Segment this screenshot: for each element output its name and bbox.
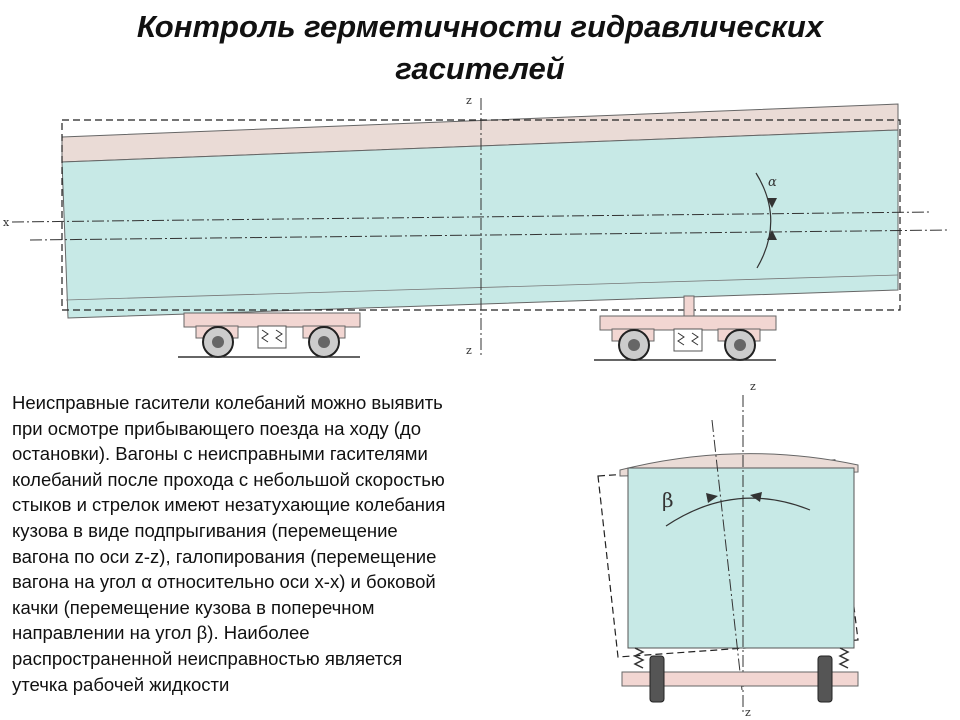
end-spring-right bbox=[838, 647, 850, 669]
beta-arc bbox=[665, 497, 811, 527]
description-paragraph: Неисправные гасители колебаний можно выя… bbox=[12, 390, 532, 697]
title-line-2: гасителей bbox=[395, 51, 565, 86]
beta-arrow-left bbox=[750, 492, 762, 502]
beta-label: β bbox=[662, 488, 674, 512]
description-line: колебаний после прохода с небольшой скор… bbox=[12, 468, 445, 490]
z-axis-end-top-label: z bbox=[750, 380, 756, 393]
z-axis-bottom-label: z bbox=[466, 344, 472, 357]
description-line: кузова в виде подпрыгивания (перемещение bbox=[12, 519, 398, 541]
x-axis-label: x bbox=[3, 216, 10, 229]
description-line: качки (перемещение кузова в поперечном bbox=[12, 596, 375, 618]
description-line: вагона по оси z-z), галопирования (перем… bbox=[12, 545, 437, 567]
description-line: распространенной неисправностью является bbox=[12, 647, 403, 669]
body-lower-line bbox=[65, 274, 899, 301]
alpha-arc bbox=[755, 172, 772, 269]
bogie-right bbox=[594, 295, 777, 361]
description-line: направлении на угол β). Наиболее bbox=[12, 622, 310, 644]
alpha-arrow-up bbox=[767, 230, 777, 240]
end-wheel-left bbox=[649, 655, 665, 703]
description-line: остановки). Вагоны с неисправными гасите… bbox=[12, 443, 428, 465]
description-line: при осмотре прибывающего поезда на ходу … bbox=[12, 417, 421, 439]
alpha-label: α bbox=[768, 175, 777, 190]
description-line: стыков и стрелок имеют незатухающие коле… bbox=[12, 494, 446, 516]
description-line: утечка рабочей жидкости bbox=[12, 673, 230, 695]
end-wheel-right bbox=[817, 655, 833, 703]
end-spring-left bbox=[633, 647, 645, 669]
title-line-1: Контроль герметичности гидравлических bbox=[136, 9, 824, 44]
description-line: вагона на угол α относительно оси x-x) и… bbox=[12, 571, 436, 593]
beta-arrow-right bbox=[706, 493, 718, 503]
end-frame bbox=[621, 671, 859, 687]
alpha-arrow-down bbox=[767, 198, 777, 208]
bogie-left bbox=[178, 312, 361, 358]
z-axis-top-label: z bbox=[466, 94, 472, 107]
x-axis-tilted bbox=[11, 211, 931, 223]
description-line: Неисправные гасители колебаний можно выя… bbox=[12, 392, 443, 413]
car-body bbox=[61, 129, 899, 319]
z-axis-end-bottom-label: z bbox=[745, 706, 751, 719]
slide-title: Контроль герметичности гидравлических га… bbox=[0, 6, 960, 90]
z-axis-end-tilted bbox=[711, 419, 743, 691]
x-axis-neutral bbox=[29, 229, 951, 241]
